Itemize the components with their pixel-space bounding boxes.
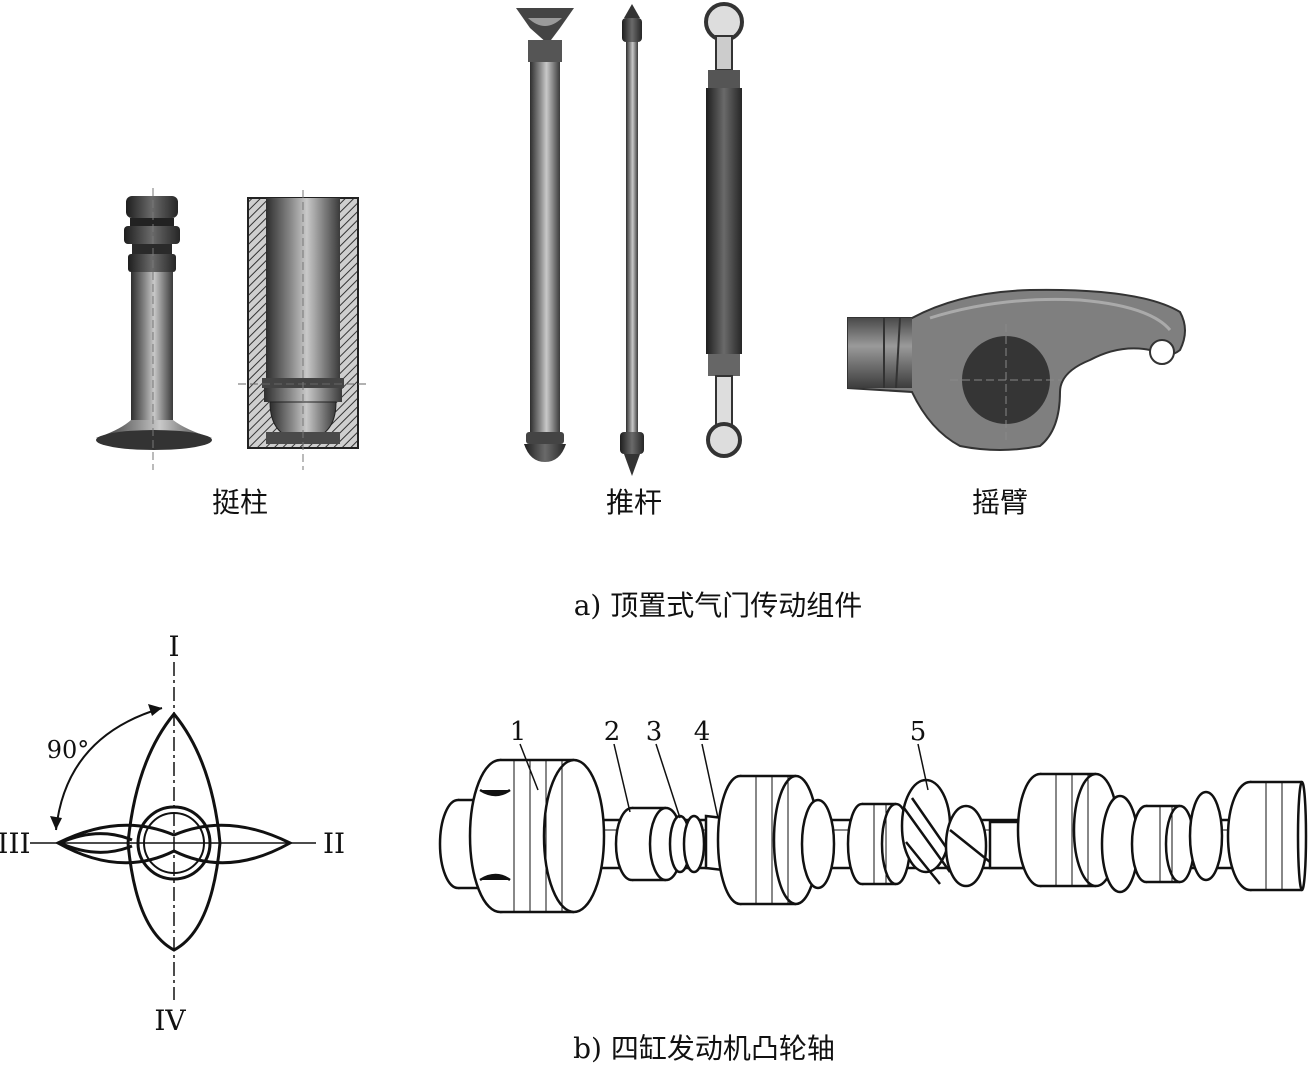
axis-label-top: I bbox=[168, 630, 179, 663]
pushrod-3 bbox=[704, 2, 744, 458]
angle-arrow bbox=[50, 704, 163, 831]
caption-b: b) 四缸发动机凸轮轴 bbox=[573, 1032, 835, 1065]
callout-5: 5 bbox=[910, 717, 927, 747]
rocker-label: 摇臂 bbox=[972, 486, 1028, 519]
caption-a: a) 顶置式气门传动组件 bbox=[574, 589, 863, 622]
axis-label-bottom: IV bbox=[154, 1004, 186, 1037]
axis-label-left: III bbox=[0, 827, 31, 860]
rocker-arm bbox=[847, 288, 1186, 451]
callout-1: 1 bbox=[510, 717, 527, 747]
callout-3: 3 bbox=[646, 717, 663, 747]
tappet-solid bbox=[96, 188, 212, 470]
tappet-label: 挺柱 bbox=[212, 486, 268, 519]
callout-4: 4 bbox=[694, 717, 711, 747]
pushrod-1 bbox=[516, 8, 574, 462]
tappet-section bbox=[238, 190, 368, 470]
cam-axes bbox=[30, 662, 316, 1000]
angle-label: 90° bbox=[47, 736, 90, 764]
pushrod-2 bbox=[620, 4, 644, 476]
camshaft-shading bbox=[513, 760, 1283, 912]
axis-label-right: II bbox=[323, 827, 345, 860]
camshaft bbox=[438, 758, 1308, 914]
pushrod-label: 推杆 bbox=[606, 486, 662, 519]
callout-leaders bbox=[519, 743, 929, 819]
callout-2: 2 bbox=[604, 717, 621, 747]
